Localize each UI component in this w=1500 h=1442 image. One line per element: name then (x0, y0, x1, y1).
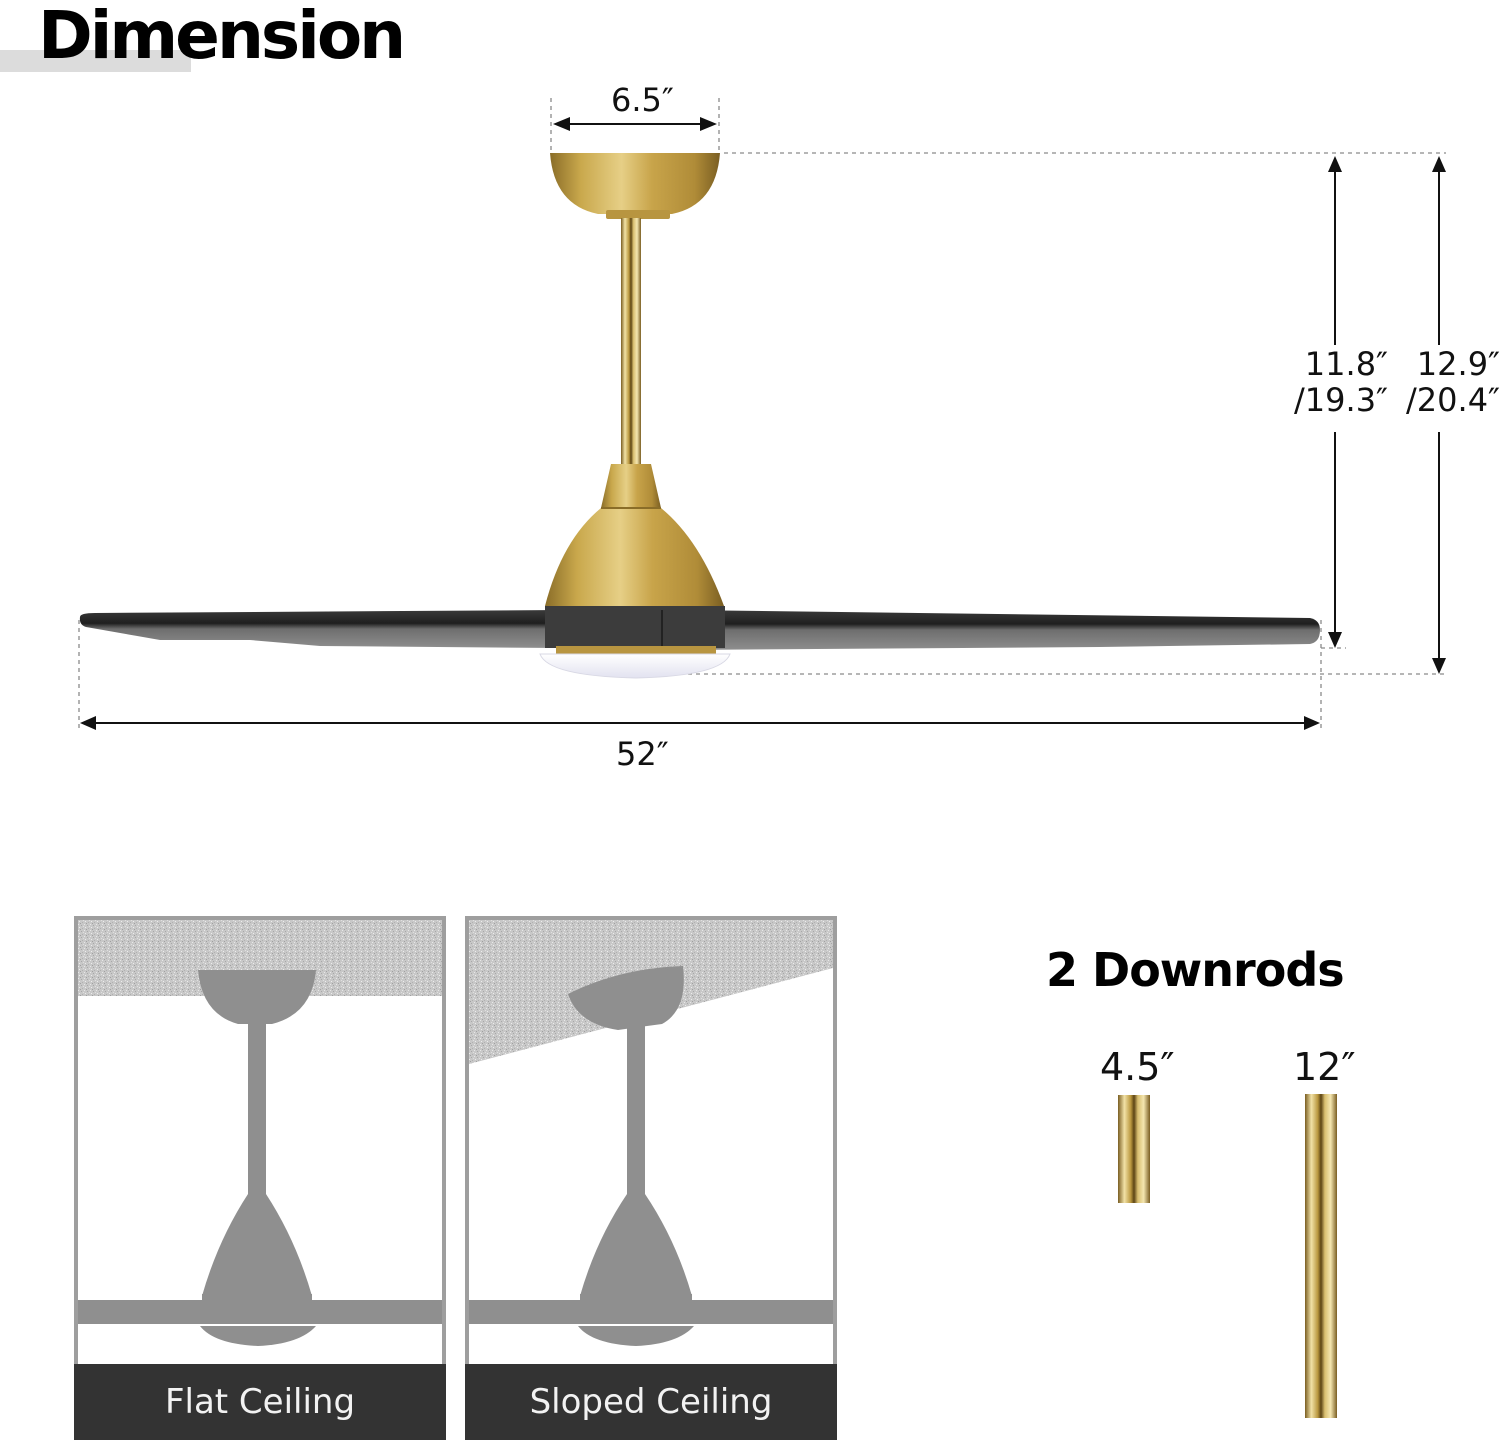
downrod-long-length: 12″ (1293, 1045, 1356, 1089)
flat-ceiling-panel (74, 916, 446, 1440)
height-to-light-short: 12.9″ (1416, 345, 1500, 383)
height-to-blade-label: 11.8″ /19.3″ (1270, 346, 1388, 418)
fan-blades (79, 606, 1320, 650)
height-to-blade-short: 11.8″ (1304, 345, 1388, 383)
height-to-blade-long: /19.3″ (1294, 381, 1388, 419)
title-underline-bar (0, 50, 191, 72)
sloped-ceiling-caption: Sloped Ceiling (465, 1364, 837, 1440)
downrod-short-length: 4.5″ (1100, 1045, 1175, 1089)
page-title: Dimension (38, 0, 406, 74)
blade-span-label: 52″ (616, 735, 669, 773)
downrods-title: 2 Downrods (1046, 943, 1345, 997)
fan-downrod (621, 218, 641, 464)
flat-ceiling-caption: Flat Ceiling (74, 1364, 446, 1440)
downrod-long (1305, 1094, 1337, 1418)
downrod-short (1118, 1095, 1150, 1203)
height-to-light-long: /20.4″ (1406, 381, 1500, 419)
fan-motor-housing (545, 464, 724, 606)
fan-canopy (550, 153, 720, 219)
fan-light-kit (539, 646, 731, 679)
dashed-guides (78, 98, 1446, 732)
sloped-ceiling-panel (465, 916, 837, 1440)
height-to-light-label: 12.9″ /20.4″ (1390, 346, 1500, 418)
dimension-arrows (80, 117, 1446, 730)
canopy-width-label: 6.5″ (611, 81, 674, 119)
